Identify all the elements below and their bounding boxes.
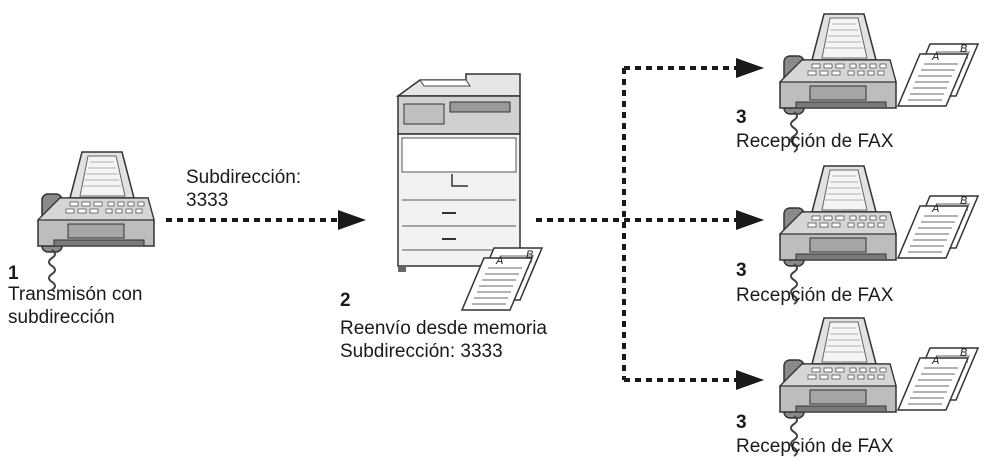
relay-step-number: 2 [340, 290, 351, 311]
doc-glyph-b: B [960, 347, 967, 359]
sender-fax-icon [37, 151, 155, 291]
doc-glyph-b: B [960, 43, 967, 55]
sender-label-line2: subdirección [8, 307, 115, 328]
receiver-arrowheads [736, 58, 764, 390]
receiver-1-label: Recepción de FAX [736, 131, 894, 152]
receiver-2-label: Recepción de FAX [736, 285, 894, 306]
doc-glyph-a: A [931, 203, 939, 215]
doc-glyph-a: A [931, 355, 939, 367]
doc-glyph-b: B [526, 249, 533, 261]
link-label-line2: 3333 [186, 190, 229, 211]
sender-to-relay-arrow [166, 210, 366, 230]
doc-glyph-a: A [931, 51, 939, 63]
relay-to-receivers-arrows [536, 66, 738, 382]
link-label-line1: Subdirección: [186, 167, 302, 188]
doc-glyph-a: A [495, 255, 503, 267]
receiver-3-label: Recepción de FAX [736, 436, 894, 457]
receiver-1-step-number: 3 [736, 107, 747, 128]
multifunction-printer-icon [395, 73, 521, 272]
receiver-3-step-number: 3 [736, 412, 747, 433]
relay-label-line1: Reenvío desde memoria [340, 318, 547, 339]
receiver-2-step-number: 3 [736, 260, 747, 281]
sender-label-line1: Transmisón con [8, 284, 143, 305]
relay-label-line2: Subdirección: 3333 [340, 341, 503, 362]
sender-step-number: 1 [8, 263, 19, 284]
doc-glyph-b: B [960, 195, 967, 207]
